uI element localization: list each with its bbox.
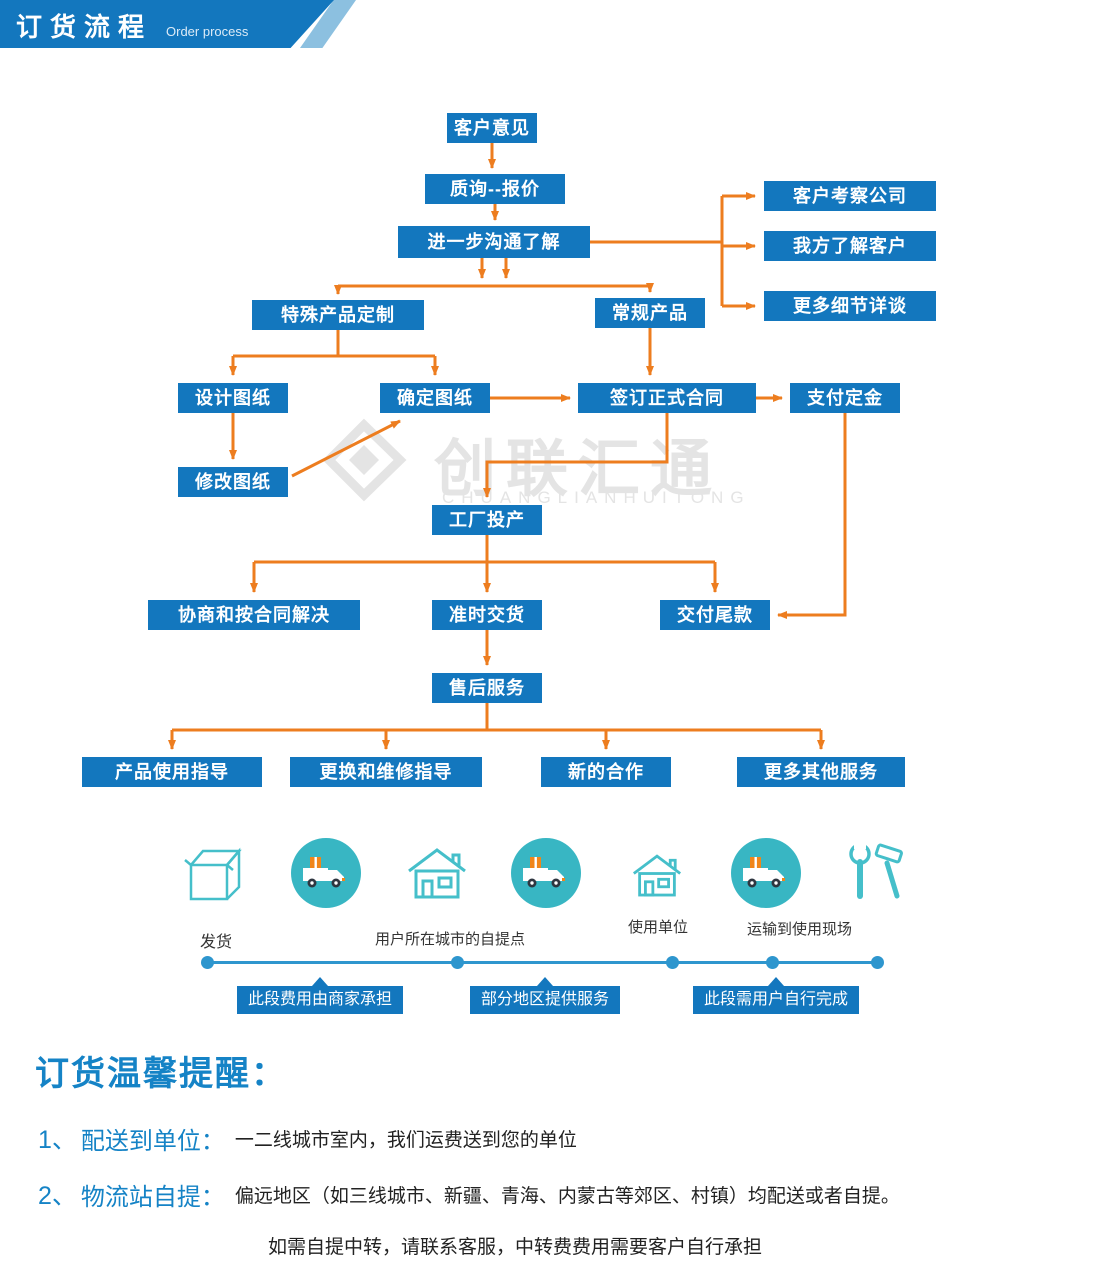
flow-node-15: 协商和按合同解决 bbox=[148, 600, 360, 630]
timeline bbox=[207, 961, 877, 964]
timeline-tag: 部分地区提供服务 bbox=[470, 977, 620, 1014]
logistics-label: 发货 bbox=[199, 934, 232, 951]
notice-note: 如需自提中转，请联系客服，中转费费用需要客户自行承担 bbox=[268, 1237, 763, 1258]
notice-title: 订货温馨提醒： bbox=[35, 1055, 287, 1093]
truck-icon bbox=[291, 838, 361, 908]
flow-node-14: 工厂投产 bbox=[432, 505, 542, 535]
house-icon bbox=[408, 848, 466, 899]
box-icon bbox=[184, 847, 242, 901]
notice-item-number: 2、 bbox=[38, 1182, 77, 1210]
flow-node-1: 客户意见 bbox=[447, 113, 537, 143]
flow-node-13: 修改图纸 bbox=[178, 467, 288, 497]
page-subtitle: Order process bbox=[166, 24, 249, 39]
watermark-logo-icon bbox=[322, 418, 407, 502]
page-title: 订货流程 bbox=[16, 12, 153, 42]
timeline-dot bbox=[666, 956, 679, 969]
logistics-label: 运输到使用现场 bbox=[746, 921, 852, 938]
flow-node-18: 售后服务 bbox=[432, 673, 542, 703]
notice-item: 2、 物流站自提： 偏远地区（如三线城市、新疆、青海、内蒙古等郊区、村镇）均配送… bbox=[38, 1176, 900, 1212]
timeline-dot bbox=[766, 956, 779, 969]
timeline-dot bbox=[201, 956, 214, 969]
flow-node-6: 更多细节详谈 bbox=[764, 291, 936, 321]
flow-node-9: 设计图纸 bbox=[178, 383, 288, 413]
flow-node-2: 质询--报价 bbox=[425, 174, 565, 204]
flow-node-12: 支付定金 bbox=[790, 383, 900, 413]
flow-node-10: 确定图纸 bbox=[380, 383, 490, 413]
logistics-label: 使用单位 bbox=[627, 919, 688, 936]
notice-item-label: 配送到单位： bbox=[80, 1127, 225, 1155]
notice-item-text: 偏远地区（如三线城市、新疆、青海、内蒙古等郊区、村镇）均配送或者自提。 bbox=[234, 1185, 900, 1207]
timeline-tag: 此段费用由商家承担 bbox=[237, 977, 403, 1014]
timeline-tag: 此段需用户自行完成 bbox=[693, 977, 859, 1014]
notice-item: 1、 配送到单位： 一二线城市室内，我们运费送到您的单位 bbox=[38, 1120, 577, 1156]
banner-shape bbox=[0, 0, 334, 48]
flow-node-5: 我方了解客户 bbox=[764, 231, 936, 261]
flow-node-7: 特殊产品定制 bbox=[252, 300, 424, 330]
timeline-dot bbox=[451, 956, 464, 969]
notice-item-number: 1、 bbox=[38, 1126, 77, 1154]
truck-icon bbox=[731, 838, 801, 908]
flow-node-20: 更换和维修指导 bbox=[290, 757, 482, 787]
flow-node-8: 常规产品 bbox=[595, 298, 705, 328]
flow-node-21: 新的合作 bbox=[541, 757, 671, 787]
flow-node-11: 签订正式合同 bbox=[578, 383, 756, 413]
logistics-label: 用户所在城市的自提点 bbox=[374, 931, 525, 948]
flow-arrows bbox=[168, 143, 847, 750]
tools-icon bbox=[849, 840, 903, 899]
flow-node-16: 准时交货 bbox=[432, 600, 542, 630]
flow-node-3: 进一步沟通了解 bbox=[398, 226, 590, 258]
flow-node-22: 更多其他服务 bbox=[737, 757, 905, 787]
notice-item-label: 物流站自提： bbox=[80, 1183, 225, 1211]
timeline-dot bbox=[871, 956, 884, 969]
flow-node-17: 交付尾款 bbox=[660, 600, 770, 630]
house-icon bbox=[632, 854, 682, 897]
flow-node-19: 产品使用指导 bbox=[82, 757, 262, 787]
truck-icon bbox=[511, 838, 581, 908]
notice-item-text: 一二线城市室内，我们运费送到您的单位 bbox=[234, 1129, 577, 1151]
flow-node-4: 客户考察公司 bbox=[764, 181, 936, 211]
watermark-brand-en: CHUANGLIANHUITONG bbox=[442, 488, 751, 507]
